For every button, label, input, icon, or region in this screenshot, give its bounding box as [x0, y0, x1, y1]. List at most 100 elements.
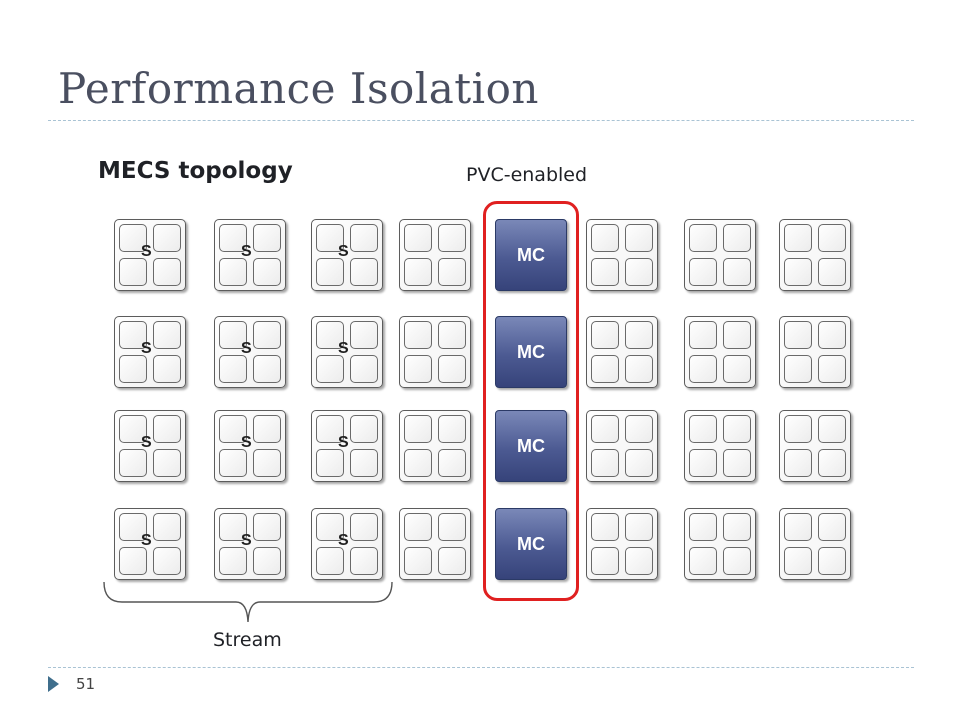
node-core-cell	[153, 449, 181, 477]
source-node-label: S	[141, 532, 152, 549]
node-core-cell	[219, 258, 247, 286]
node-core-cell	[253, 355, 281, 383]
node-core-cell	[253, 513, 281, 541]
node-core-cell	[350, 449, 378, 477]
node-core-cell	[219, 415, 247, 443]
node-core-cell	[625, 321, 653, 349]
node-core-cell	[591, 547, 619, 575]
node-core-cell	[404, 547, 432, 575]
mc-node-label: MC	[517, 534, 545, 554]
node-core-cell	[404, 224, 432, 252]
node-core-cell	[625, 415, 653, 443]
node-core-cell	[784, 449, 812, 477]
node-core-cell	[591, 258, 619, 286]
stream-source-node: S	[114, 316, 186, 388]
node-core-cell	[119, 224, 147, 252]
node-core-cell	[404, 415, 432, 443]
node-core-cell	[350, 415, 378, 443]
node-core-cell	[316, 513, 344, 541]
node-core-cell	[784, 547, 812, 575]
router-node	[399, 508, 471, 580]
node-core-cell	[253, 547, 281, 575]
node-core-cell	[818, 321, 846, 349]
node-core-cell	[316, 355, 344, 383]
node-core-cell	[438, 355, 466, 383]
node-core-cell	[350, 355, 378, 383]
node-core-cell	[784, 321, 812, 349]
node-core-cell	[625, 513, 653, 541]
stream-source-node: S	[214, 508, 286, 580]
node-core-cell	[625, 547, 653, 575]
node-core-cell	[119, 449, 147, 477]
router-node	[399, 219, 471, 291]
node-core-cell	[253, 321, 281, 349]
source-node-label: S	[241, 434, 252, 451]
node-core-cell	[723, 449, 751, 477]
node-core-cell	[404, 258, 432, 286]
source-node-label: S	[338, 340, 349, 357]
node-core-cell	[350, 321, 378, 349]
memory-controller-node: MC	[495, 316, 567, 388]
stream-source-node: S	[311, 219, 383, 291]
node-core-cell	[438, 449, 466, 477]
node-core-cell	[625, 224, 653, 252]
node-core-cell	[119, 321, 147, 349]
node-core-cell	[689, 415, 717, 443]
source-node-label: S	[141, 340, 152, 357]
footer-triangle-icon	[48, 676, 59, 692]
node-core-cell	[219, 321, 247, 349]
router-node	[779, 316, 851, 388]
node-core-cell	[784, 355, 812, 383]
router-node	[684, 316, 756, 388]
source-node-label: S	[241, 243, 252, 260]
router-node	[684, 219, 756, 291]
node-core-cell	[591, 321, 619, 349]
stream-source-node: S	[214, 219, 286, 291]
node-core-cell	[723, 547, 751, 575]
node-core-cell	[438, 258, 466, 286]
node-core-cell	[404, 449, 432, 477]
node-core-cell	[404, 355, 432, 383]
node-core-cell	[689, 547, 717, 575]
node-core-cell	[253, 258, 281, 286]
node-core-cell	[438, 415, 466, 443]
node-core-cell	[153, 258, 181, 286]
node-core-cell	[818, 224, 846, 252]
node-core-cell	[350, 224, 378, 252]
router-node	[586, 219, 658, 291]
node-core-cell	[438, 224, 466, 252]
router-node	[779, 410, 851, 482]
node-core-cell	[219, 355, 247, 383]
node-core-cell	[350, 258, 378, 286]
memory-controller-node: MC	[495, 219, 567, 291]
mc-node-label: MC	[517, 245, 545, 265]
memory-controller-node: MC	[495, 410, 567, 482]
node-core-cell	[219, 224, 247, 252]
node-core-cell	[723, 513, 751, 541]
router-node	[399, 316, 471, 388]
source-node-label: S	[241, 340, 252, 357]
diagram-subtitle: MECS topology	[98, 158, 293, 184]
node-core-cell	[153, 415, 181, 443]
node-core-cell	[219, 449, 247, 477]
node-core-cell	[784, 224, 812, 252]
source-node-label: S	[338, 434, 349, 451]
node-core-cell	[316, 258, 344, 286]
node-core-cell	[153, 547, 181, 575]
stream-source-node: S	[311, 316, 383, 388]
page-number: 51	[76, 675, 96, 693]
node-core-cell	[119, 547, 147, 575]
title-divider	[48, 120, 914, 121]
node-core-cell	[153, 513, 181, 541]
slide-title: Performance Isolation	[58, 64, 539, 113]
stream-source-node: S	[114, 508, 186, 580]
node-core-cell	[316, 224, 344, 252]
stream-source-node: S	[311, 410, 383, 482]
node-core-cell	[438, 513, 466, 541]
node-core-cell	[119, 355, 147, 383]
node-core-cell	[591, 415, 619, 443]
node-core-cell	[219, 513, 247, 541]
footer-divider	[48, 667, 914, 668]
